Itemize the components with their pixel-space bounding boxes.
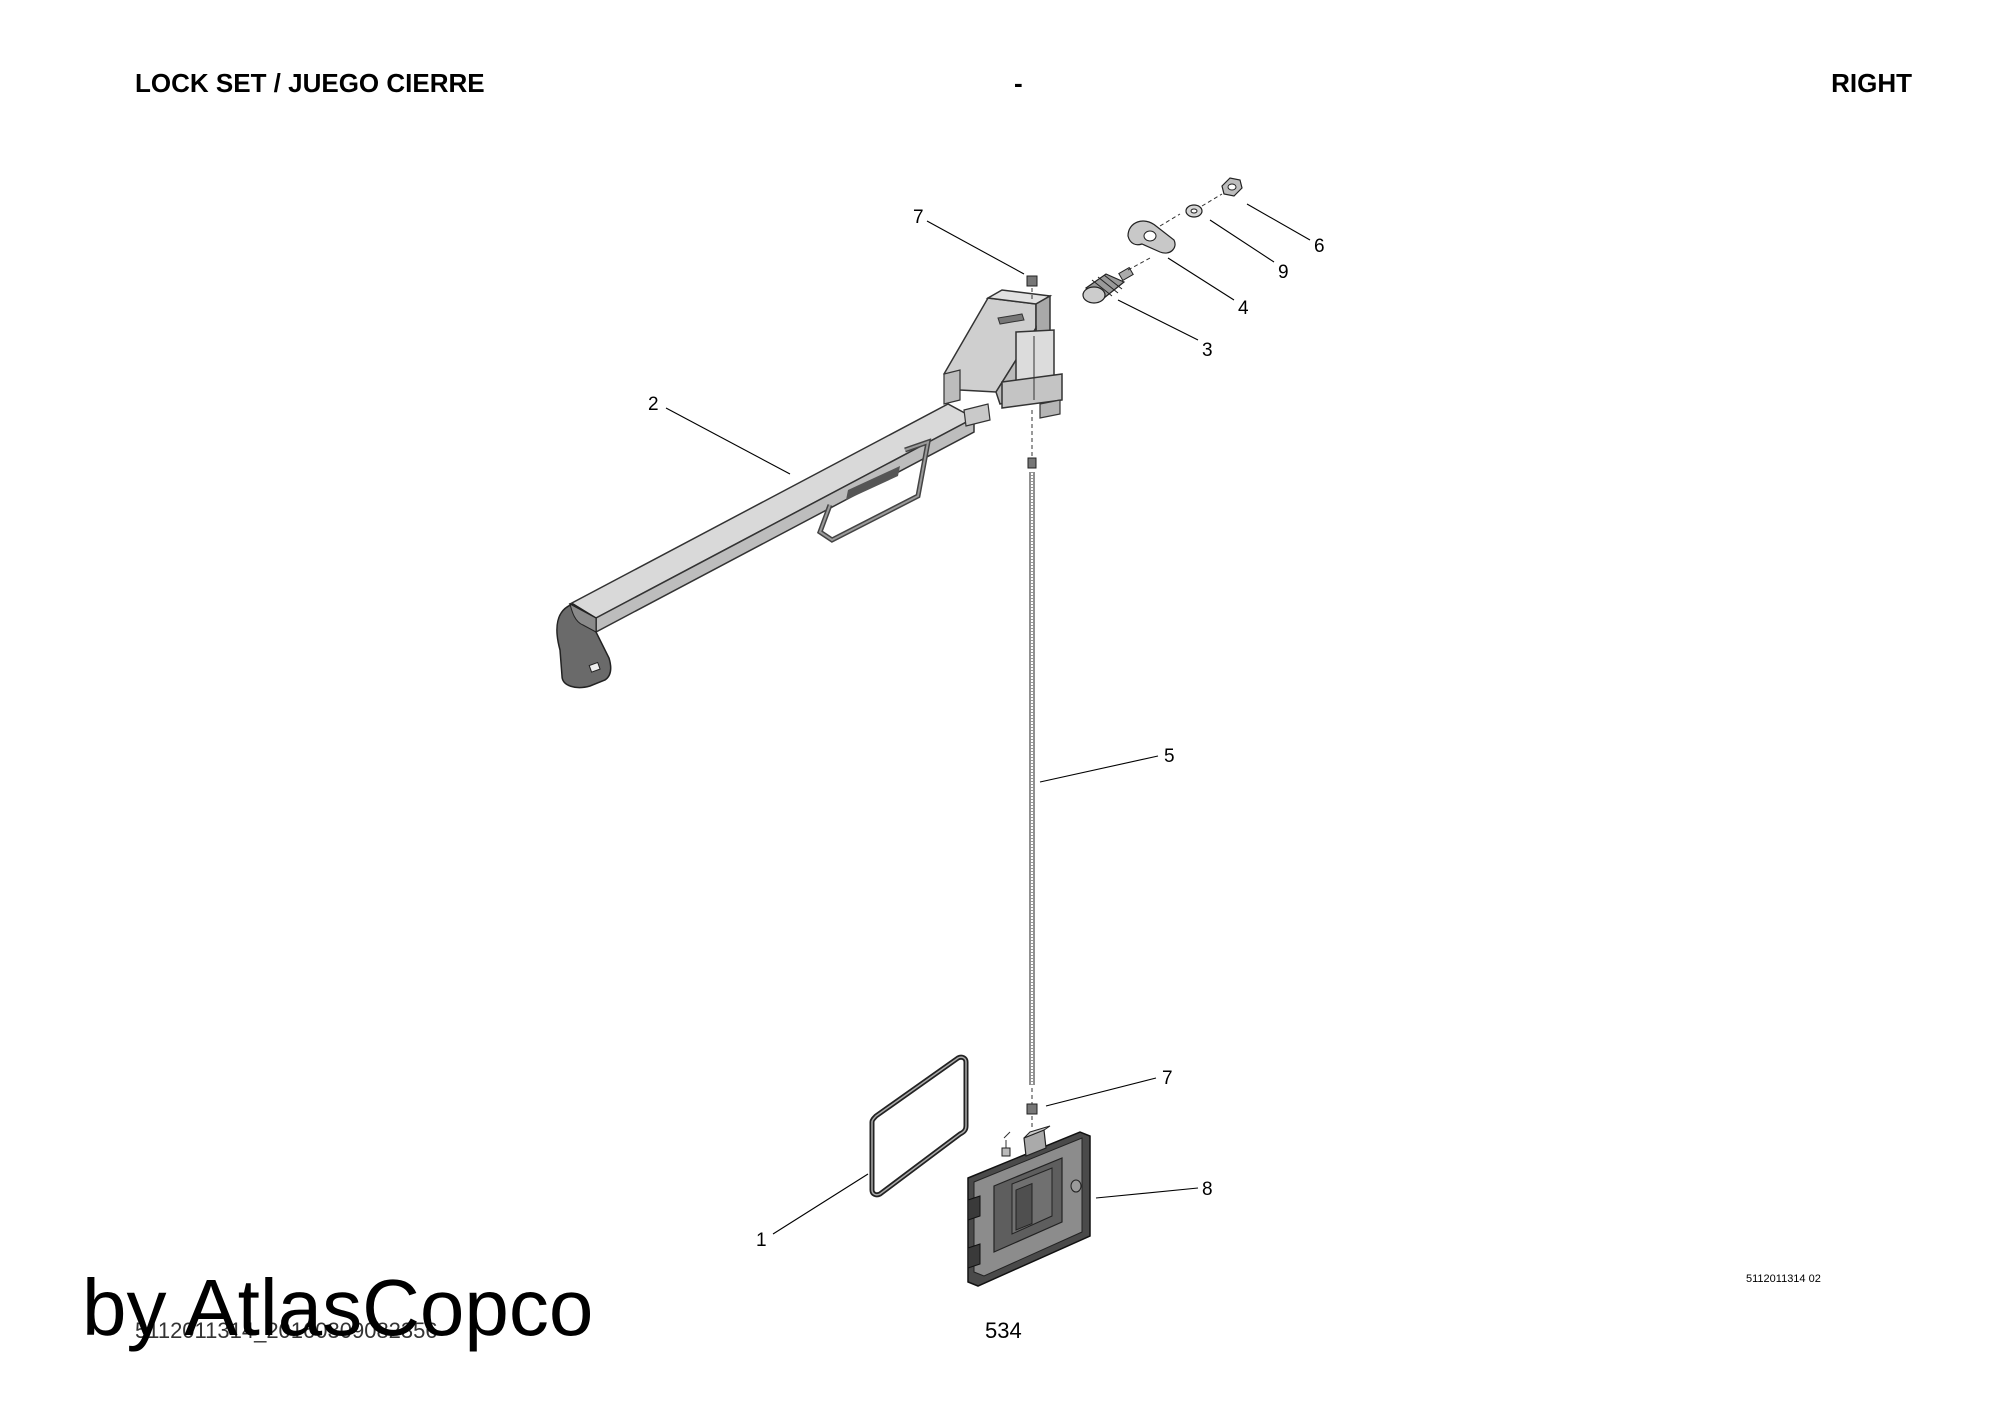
callout-3: 3 [1202, 340, 1213, 361]
seal-gasket [869, 1054, 969, 1198]
header-separator: - [1014, 68, 1023, 98]
top-nut [1026, 275, 1038, 300]
callout-8: 8 [1202, 1179, 1213, 1200]
cam-plate [1127, 213, 1181, 254]
callout-6: 6 [1314, 236, 1325, 257]
lever-handle [556, 289, 1063, 689]
leader-lines [665, 203, 1311, 1235]
file-reference: 5112011314_20160309082356 [135, 1318, 438, 1343]
header-side: RIGHT [1831, 68, 1912, 98]
callout-7-bottom: 7 [1162, 1068, 1173, 1089]
bottom-nut [1026, 1088, 1038, 1128]
callout-7-top: 7 [913, 207, 924, 228]
callout-1: 1 [756, 1230, 767, 1251]
callout-labels: 7 6 9 4 3 2 5 7 8 1 [648, 207, 1325, 1251]
watermark: by AtlasCopco [82, 1263, 594, 1352]
callout-9: 9 [1278, 262, 1289, 283]
drawing-number: 5112011314 02 [1746, 1273, 1821, 1285]
page-title: LOCK SET / JUEGO CIERRE [135, 68, 485, 98]
hex-nut [1221, 177, 1243, 197]
page-number: 534 [985, 1318, 1022, 1343]
paddle-latch [967, 1125, 1091, 1287]
callout-5: 5 [1164, 746, 1175, 767]
connecting-rod [1027, 410, 1037, 1085]
callout-4: 4 [1238, 298, 1249, 319]
lock-cylinder [1082, 257, 1151, 304]
callout-2: 2 [648, 394, 659, 415]
washer [1185, 193, 1223, 218]
